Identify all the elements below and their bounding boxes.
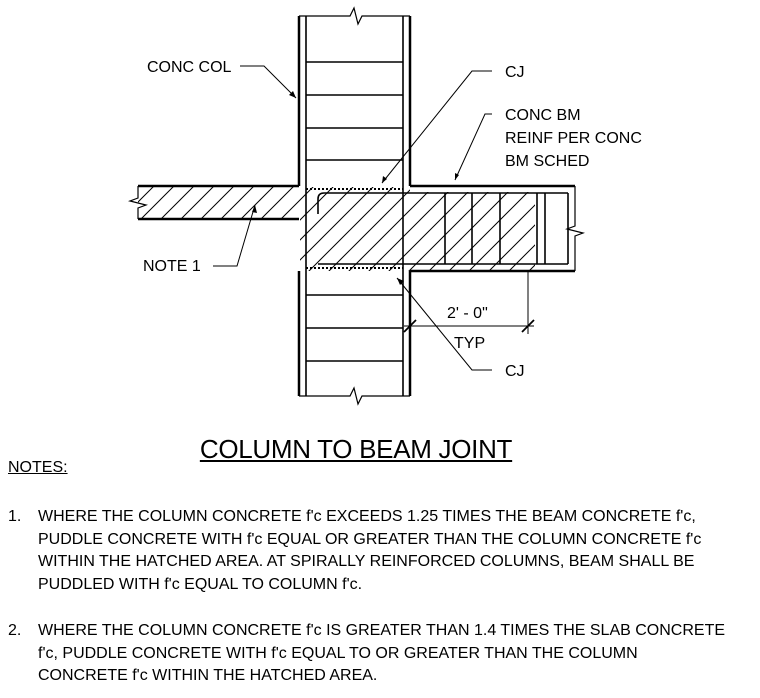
label-note-1: NOTE 1 [143,258,201,275]
note-line: WITHIN THE HATCHED AREA. AT SPIRALLY REI… [38,553,695,570]
label-conc-bm-line1: CONC BM [505,107,581,124]
note-line: WHERE THE COLUMN CONCRETE f'c EXCEEDS 1.… [38,508,696,525]
note-number: 2. [8,622,22,639]
dimension-2ft [403,272,535,334]
note-number: 1. [8,508,22,525]
note-line: PUDDLE CONCRETE WITH f'c EQUAL OR GREATE… [38,530,702,548]
leader-arrowheads [252,91,459,285]
notes-heading: NOTES: [8,459,68,476]
note-body: WHERE THE COLUMN CONCRETE f'c IS GREATER… [38,620,725,688]
label-cj-bottom: CJ [505,363,525,380]
leader-lines [213,65,492,371]
slab [127,184,299,221]
label-conc-col: CONC COL [147,59,232,76]
beam [317,184,586,273]
note-body: WHERE THE COLUMN CONCRETE f'c EXCEEDS 1.… [38,506,701,596]
detail-title: COLUMN TO BEAM JOINT [199,434,513,464]
label-conc-bm-line3: BM SCHED [505,153,589,170]
label-conc-bm-line2: REINF PER CONC [505,130,642,147]
label-typ: TYP [454,335,485,352]
note-line: WHERE THE COLUMN CONCRETE f'c IS GREATER… [38,622,726,639]
joint-detail-drawing: CONC COL CJ CONC BM REINF PER CONC BM SC… [127,6,642,406]
note-line: f'c, PUDDLE CONCRETE WITH f'c EQUAL TO O… [38,644,638,662]
label-cj-top: CJ [505,64,525,81]
label-dimension: 2' - 0" [447,305,488,322]
note-line: CONCRETE f'c WITHIN THE HATCHED AREA. [38,667,378,684]
note-line: PUDDLED WITH f'c EQUAL TO COLUMN f'c. [38,575,363,593]
